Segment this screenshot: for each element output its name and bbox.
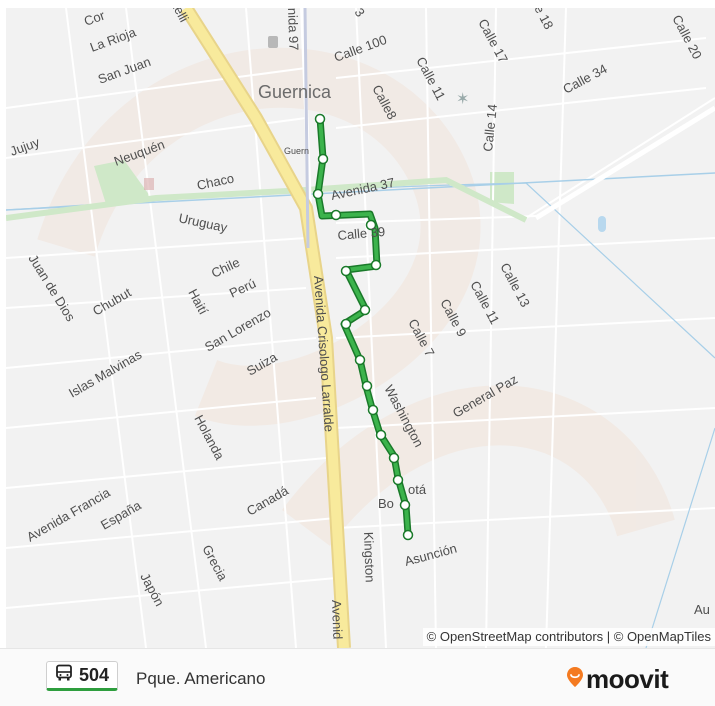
street-label: San Lorenzo	[202, 305, 273, 355]
street-label: Chaco	[196, 170, 236, 192]
park	[490, 172, 514, 204]
street-label: España	[98, 497, 144, 532]
street-label: Grecia	[199, 542, 231, 584]
svg-text:✶: ✶	[456, 89, 469, 108]
street-label: Bo	[378, 496, 394, 511]
street-label: Calle 100	[332, 32, 389, 65]
bus-stop[interactable]	[402, 529, 414, 541]
street-label: Chile	[209, 255, 242, 281]
moovit-wordmark: moovit	[586, 664, 669, 694]
street-label: Avenida 37	[330, 175, 397, 203]
hospital-icon	[144, 178, 154, 190]
street-label: Juan de Dios	[25, 252, 78, 325]
bus-stop[interactable]	[392, 474, 404, 486]
street-grid	[6, 8, 715, 648]
street-label: e 18	[531, 8, 556, 32]
bus-stop[interactable]	[367, 404, 379, 416]
route-stops	[312, 113, 414, 541]
street-label: Avenid	[329, 600, 345, 640]
bus-icon	[55, 664, 73, 687]
street-label: Haití	[185, 286, 211, 317]
city-label: Guernica	[258, 82, 332, 102]
street-label: Uruguay	[177, 210, 229, 235]
route-name: Pque. Americano	[136, 669, 266, 688]
bus-stop[interactable]	[354, 354, 366, 366]
moovit-pin-icon	[566, 666, 584, 693]
street-label: Calle 20	[669, 12, 705, 61]
street-label: Cor	[82, 8, 107, 29]
city-label-small: Guern	[284, 146, 309, 156]
map-attribution[interactable]: © OpenStreetMap contributors | © OpenMap…	[422, 628, 715, 646]
bus-stop[interactable]	[370, 259, 382, 271]
bus-stop[interactable]	[317, 153, 329, 165]
moovit-logo: moovit	[566, 664, 669, 695]
route-badge[interactable]: 504	[46, 661, 119, 691]
street-label: San Juan	[96, 54, 153, 87]
road	[534, 105, 715, 221]
map[interactable]: ✶ Cor La Rioja San Juan Jujuy Neuquén Ch…	[6, 8, 715, 648]
waterway	[645, 427, 715, 648]
street-label: Chubut	[90, 284, 134, 318]
railway	[303, 8, 310, 249]
bus-stop[interactable]	[330, 209, 342, 221]
street-label: Au	[694, 602, 710, 617]
bus-stop[interactable]	[361, 380, 373, 392]
street-label: Calle 13	[497, 260, 533, 309]
bus-stop[interactable]	[388, 452, 400, 464]
street-label: 3	[352, 8, 368, 20]
street-label: Calle 11	[413, 54, 448, 102]
street-label: Japón	[137, 570, 167, 608]
bus-stop[interactable]	[312, 188, 324, 200]
bus-stop[interactable]	[359, 304, 371, 316]
street-label: nida 97	[285, 8, 301, 51]
route-number: 504	[79, 664, 110, 685]
pond	[598, 216, 606, 232]
bus-stop[interactable]	[314, 113, 326, 125]
bus-stop[interactable]	[375, 429, 387, 441]
street-label: Avenida Francia	[24, 484, 113, 544]
street-label: otá	[408, 482, 427, 497]
street-label: Calle 34	[560, 61, 609, 97]
train-station-icon	[268, 36, 278, 48]
street-label: Calle 14	[480, 103, 500, 152]
street-label: Kingston	[361, 532, 378, 583]
street-label: Calle 17	[475, 16, 511, 65]
street-label: Asunción	[403, 541, 459, 569]
street-label: Calle 11	[467, 278, 502, 326]
bus-stop[interactable]	[340, 265, 352, 277]
park-icon: ✶	[456, 89, 469, 108]
bus-stop[interactable]	[365, 219, 377, 231]
bus-stop[interactable]	[399, 499, 411, 511]
map-canvas: ✶ Cor La Rioja San Juan Jujuy Neuquén Ch…	[6, 8, 715, 648]
route-info-bar: 504 Pque. Americano moovit	[0, 648, 715, 706]
street-label: Perú	[227, 276, 258, 301]
park	[94, 160, 150, 204]
street-label: Calle 39	[337, 224, 386, 243]
street-label: Islas Malvinas	[66, 347, 145, 401]
bus-stop[interactable]	[340, 318, 352, 330]
